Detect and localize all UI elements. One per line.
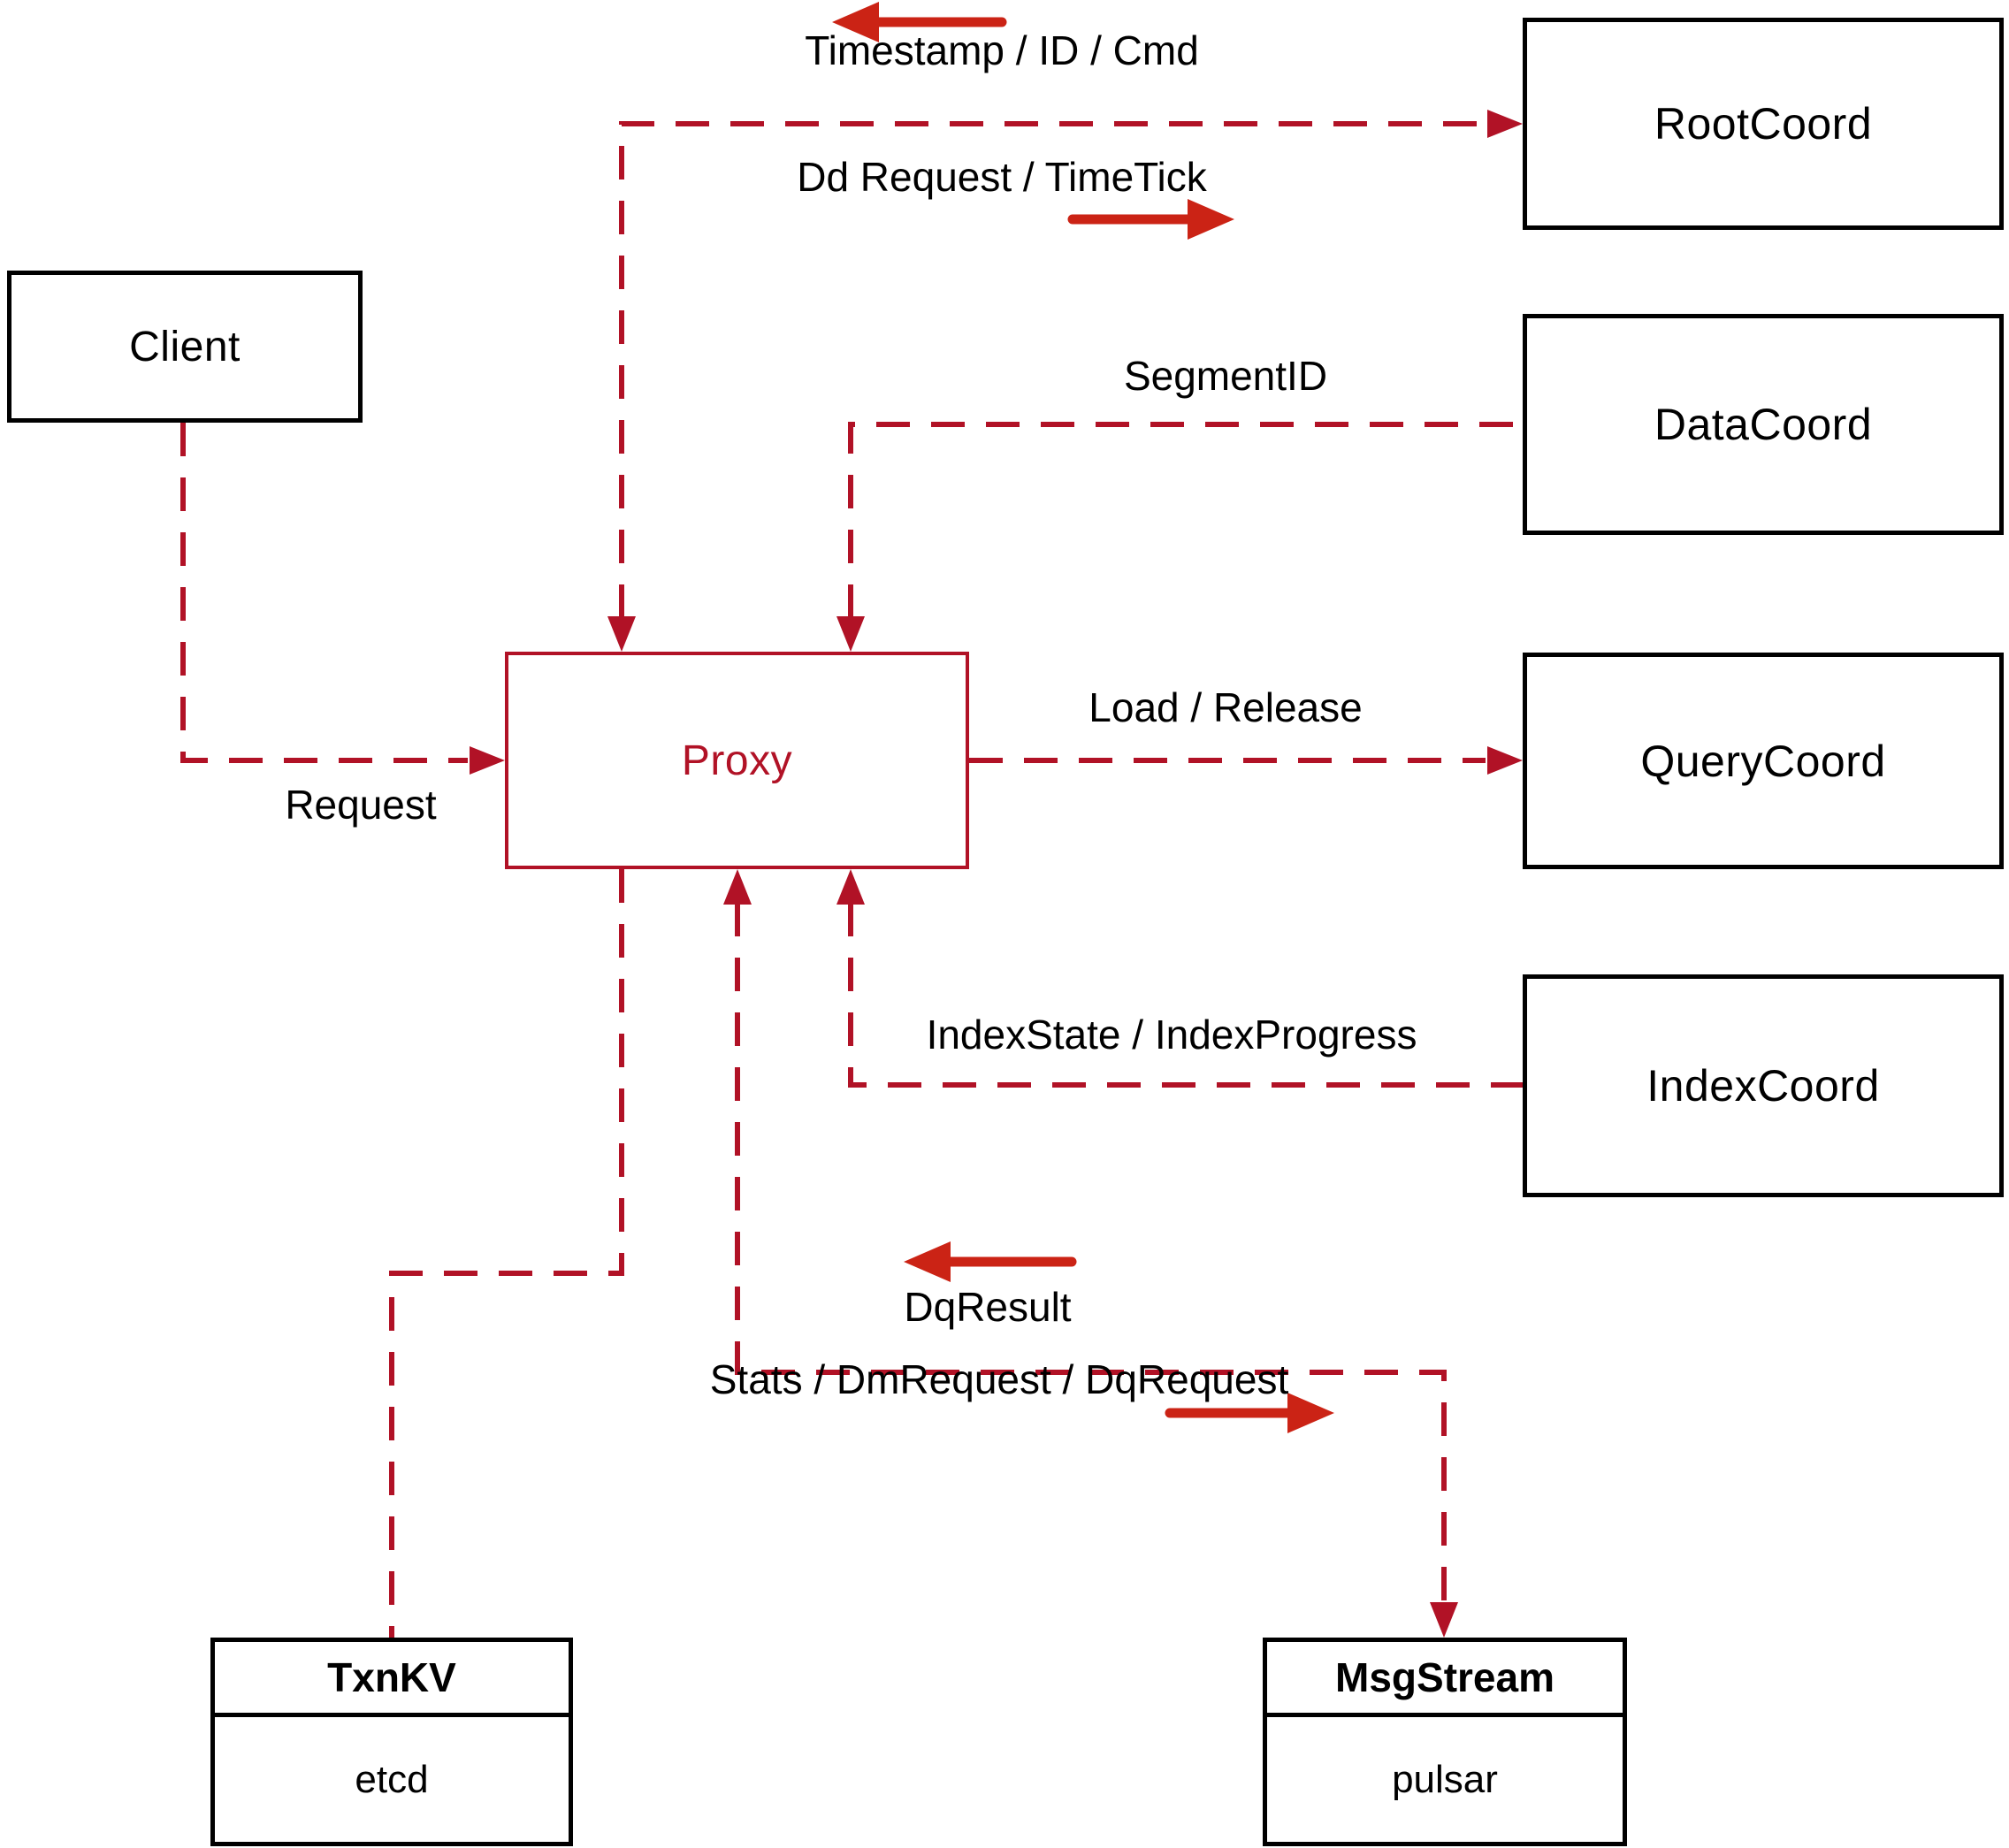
edge-label-stats-dmrequest-dqrequest: Stats / DmRequest / DqRequest xyxy=(709,1356,1289,1402)
txnkv-node: TxnKV etcd xyxy=(210,1638,573,1846)
edge-label-request: Request xyxy=(285,782,437,828)
rootcoord-node: RootCoord xyxy=(1523,18,2004,230)
connector-proxy-msgstream xyxy=(735,903,1447,1600)
querycoord-label: QueryCoord xyxy=(1640,736,1886,786)
indexcoord-label: IndexCoord xyxy=(1646,1061,1880,1111)
txnkv-subtitle: etcd xyxy=(355,1757,429,1801)
arrowhead-rootcoord-line-into-proxy-top xyxy=(607,616,636,652)
indexcoord-node: IndexCoord xyxy=(1523,974,2004,1197)
edge-label-load-release: Load / Release xyxy=(1089,684,1363,730)
client-node: Client xyxy=(7,271,363,423)
connector-indexcoord-proxy xyxy=(848,903,1523,1088)
connector-datacoord-proxy xyxy=(848,422,1523,618)
edge-label-timestamp-id-cmd: Timestamp / ID / Cmd xyxy=(805,27,1199,73)
arrowhead-indexcoord-into-proxy-bottom xyxy=(836,869,865,905)
edge-label-segmentid: SegmentID xyxy=(1123,353,1328,399)
connector-proxy-rootcoord xyxy=(619,121,1486,618)
rootcoord-label: RootCoord xyxy=(1654,99,1873,149)
arrow-left-icon xyxy=(904,1241,1077,1282)
edge-label-dd-request-timetick: Dd Request / TimeTick xyxy=(797,154,1207,200)
arrow-right-icon xyxy=(1165,1393,1334,1433)
arrowhead-into-rootcoord xyxy=(1487,110,1523,138)
client-label: Client xyxy=(129,323,241,370)
proxy-label: Proxy xyxy=(681,737,793,784)
txnkv-title: TxnKV xyxy=(215,1642,569,1717)
edge-label-dqresult: DqResult xyxy=(904,1284,1072,1330)
arrowhead-segmentid-into-proxy-top xyxy=(836,616,865,652)
connector-client-proxy xyxy=(180,423,468,763)
connector-proxy-txnkv xyxy=(389,869,624,1638)
datacoord-label: DataCoord xyxy=(1654,400,1873,449)
arrowhead-dqresult-into-proxy-bottom xyxy=(723,869,752,905)
arrowhead-into-querycoord xyxy=(1487,746,1523,775)
querycoord-node: QueryCoord xyxy=(1523,653,2004,869)
msgstream-node: MsgStream pulsar xyxy=(1263,1638,1627,1846)
proxy-node: Proxy xyxy=(505,652,969,869)
arrow-right-icon xyxy=(1067,199,1234,240)
edge-label-indexstate-indexprogress: IndexState / IndexProgress xyxy=(926,1012,1417,1058)
msgstream-subtitle: pulsar xyxy=(1392,1757,1498,1801)
msgstream-title: MsgStream xyxy=(1267,1642,1623,1717)
datacoord-node: DataCoord xyxy=(1523,314,2004,535)
arrowhead-request-into-proxy-left xyxy=(470,746,505,775)
arrow-left-icon xyxy=(832,2,1007,42)
arrowhead-into-msgstream xyxy=(1430,1602,1458,1638)
